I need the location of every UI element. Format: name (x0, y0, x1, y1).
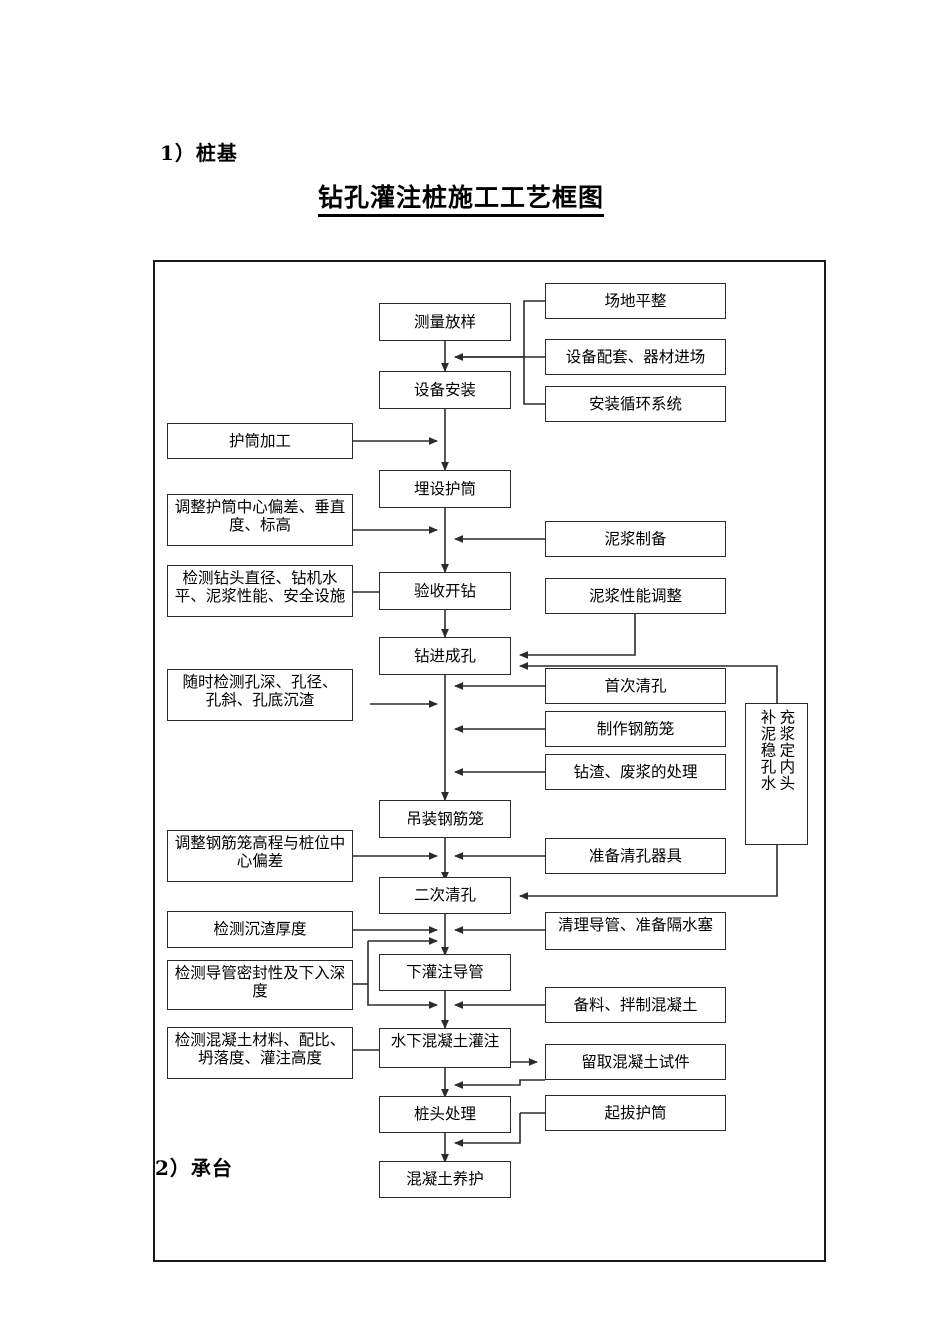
section-label-pile-foundation: 1）桩基 (160, 141, 238, 165)
node-extract-casing[interactable]: 起拔护筒 (545, 1095, 726, 1131)
node-pile-head-treatment[interactable]: 桩头处理 (379, 1096, 511, 1133)
node-cuttings-slurry-disposal[interactable]: 钻渣、废浆的处理 (545, 754, 726, 790)
node-prepare-cleaning-tools[interactable]: 准备清孔器具 (545, 838, 726, 874)
vertical-text-left: 充浆定内头 (777, 709, 796, 792)
node-check-pipe-seal[interactable]: 检测导管密封性及下入深度 (167, 960, 353, 1010)
node-casing-fabrication[interactable]: 护筒加工 (167, 423, 353, 459)
section-label-pile-cap: 2）承台 (155, 1156, 233, 1180)
node-slurry-adjustment[interactable]: 泥浆性能调整 (545, 578, 726, 614)
node-check-sediment-thickness[interactable]: 检测沉渣厚度 (167, 911, 353, 948)
node-install-circulation[interactable]: 安装循环系统 (545, 386, 726, 422)
node-concrete-curing[interactable]: 混凝土养护 (379, 1161, 511, 1198)
node-check-bit-and-rig[interactable]: 检测钻头直径、钻机水平、泥浆性能、安全设施 (167, 565, 353, 617)
node-acceptance-drill[interactable]: 验收开钻 (379, 572, 511, 610)
node-site-leveling[interactable]: 场地平整 (545, 283, 726, 319)
node-hoist-rebar-cage[interactable]: 吊装钢筋笼 (379, 800, 511, 838)
node-underwater-concrete-pour[interactable]: 水下混凝土灌注 (379, 1028, 511, 1068)
node-measure-setout[interactable]: 测量放样 (379, 303, 511, 341)
node-check-concrete-mix[interactable]: 检测混凝土材料、配比、坍落度、灌注高度 (167, 1027, 353, 1079)
node-equipment-install[interactable]: 设备安装 (379, 371, 511, 409)
page-title: 钻孔灌注桩施工工艺框图 (318, 184, 605, 217)
node-clean-pipe-prepare-plug[interactable]: 清理导管、准备隔水塞 (545, 912, 726, 950)
node-lower-tremie-pipe[interactable]: 下灌注导管 (379, 954, 511, 991)
node-fabricate-rebar-cage[interactable]: 制作钢筋笼 (545, 711, 726, 747)
vertical-text-right: 补泥稳孔水 (758, 709, 777, 792)
node-prepare-mix-concrete[interactable]: 备料、拌制混凝土 (545, 987, 726, 1023)
node-first-hole-cleaning[interactable]: 首次清孔 (545, 668, 726, 704)
node-replenish-slurry-head[interactable]: 补泥稳孔水 充浆定内头 (745, 703, 808, 845)
node-slurry-preparation[interactable]: 泥浆制备 (545, 521, 726, 557)
node-adjust-casing-center[interactable]: 调整护筒中心偏差、垂直度、标高 (167, 494, 353, 546)
node-adjust-cage-elevation[interactable]: 调整钢筋笼高程与桩位中心偏差 (167, 830, 353, 882)
node-second-cleaning[interactable]: 二次清孔 (379, 877, 511, 914)
node-drill-hole[interactable]: 钻进成孔 (379, 637, 511, 675)
node-equipment-supply[interactable]: 设备配套、器材进场 (545, 339, 726, 375)
node-monitor-hole-params[interactable]: 随时检测孔深、孔径、 孔斜、孔底沉渣 (167, 669, 353, 721)
node-reserve-concrete-samples[interactable]: 留取混凝土试件 (545, 1044, 726, 1080)
node-embed-casing[interactable]: 埋设护筒 (379, 470, 511, 508)
